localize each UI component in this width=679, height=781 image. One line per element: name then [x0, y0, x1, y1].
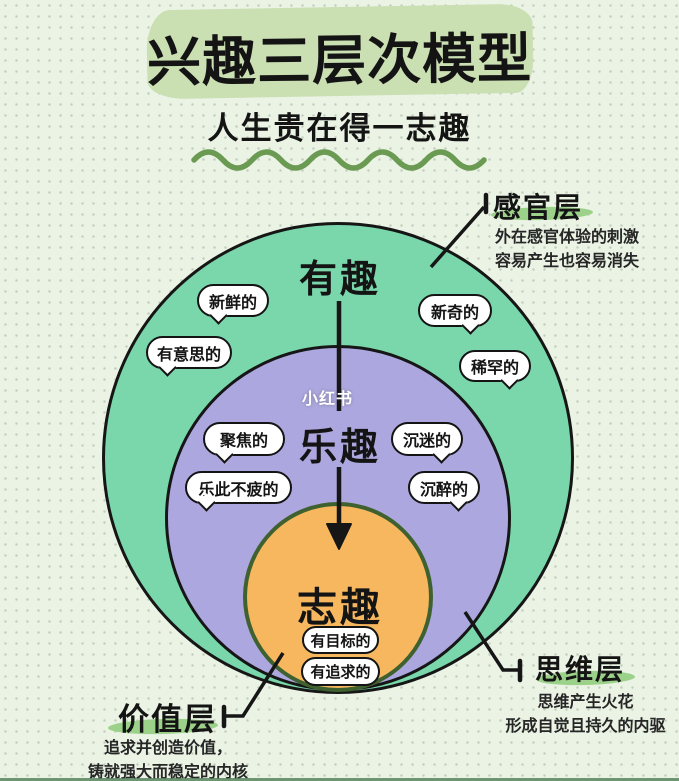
bubble-novel: 新奇的	[418, 294, 492, 335]
bubble-label: 新鲜的	[208, 294, 257, 312]
bubble-immersed: 沉醉的	[408, 471, 480, 512]
bubble-label: 新奇的	[430, 304, 479, 322]
inner-layer-word: 志趣	[297, 586, 383, 630]
bottom-edge-strip	[0, 778, 679, 781]
bubble-tireless: 乐此不疲的	[185, 471, 292, 512]
bubble-rare: 稀罕的	[459, 350, 531, 390]
wavy-underline	[191, 149, 487, 171]
sensory-layer-label: 感官层	[493, 192, 584, 223]
watermark: 小红书	[302, 391, 354, 408]
value-desc-line2: 铸就强大而稳定的内核	[87, 764, 248, 781]
pill-label: 有追求的	[310, 664, 371, 681]
sensory-desc-line1: 外在感官体验的刺激	[495, 229, 640, 246]
thinking-desc-line2: 形成自觉且持久的内驱	[505, 718, 666, 735]
bubble-interesting: 有意思的	[146, 336, 232, 377]
page-subtitle: 人生贵在得一志趣	[207, 111, 472, 146]
page-title: 兴趣三层次模型	[146, 28, 533, 94]
bubble-obsessed: 沉迷的	[391, 422, 463, 464]
thinking-layer-label: 思维层	[535, 654, 626, 685]
outer-layer-word: 有趣	[298, 259, 382, 301]
bubble-label: 沉迷的	[402, 433, 451, 450]
pill-label: 有目标的	[310, 632, 371, 650]
bubble-fresh: 新鲜的	[197, 284, 269, 325]
value-desc-line1: 追求并创造价值，	[103, 740, 232, 757]
bubble-focused: 聚焦的	[203, 422, 285, 464]
sensory-layer-desc: 外在感官体验的刺激 容易产生也容易消失	[495, 226, 639, 274]
value-layer-desc: 追求并创造价值， 铸就强大而稳定的内核	[78, 737, 258, 781]
pill-pursuing: 有追求的	[301, 657, 380, 686]
bubble-label: 乐此不疲的	[198, 481, 279, 499]
thinking-desc-line1: 思维产生火花	[537, 694, 634, 711]
thinking-layer-desc: 思维产生火花 形成自觉且持久的内驱	[498, 691, 673, 739]
pill-goal-oriented: 有目标的	[302, 626, 379, 654]
value-layer-label: 价值层	[118, 702, 217, 737]
middle-layer-word: 乐趣	[298, 427, 382, 469]
bubble-label: 聚焦的	[219, 433, 268, 450]
sensory-desc-line2: 容易产生也容易消失	[495, 253, 640, 270]
bubble-label: 有意思的	[156, 346, 221, 364]
